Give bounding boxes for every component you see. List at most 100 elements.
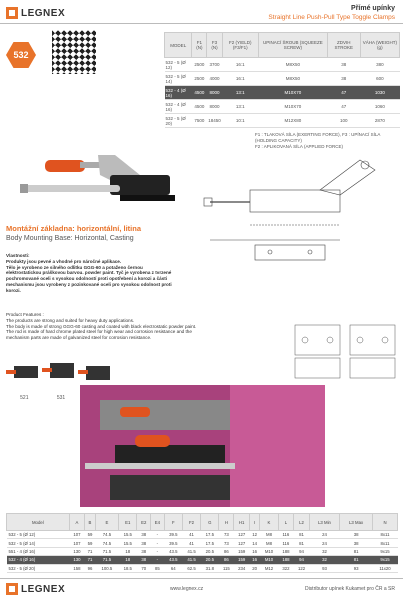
dim-cell: 130 <box>69 555 85 565</box>
property-line: Produkty jsou pevné a vhodné pro náročné… <box>6 258 122 264</box>
spec-header: VÁHA (WEIGHT) (g) <box>359 32 401 58</box>
footer-url-link[interactable]: www.legnex.cz <box>170 586 204 592</box>
spec-cell: 532 - 5 (Ø 20) <box>164 113 192 128</box>
spec-cell: 16:1 <box>222 71 259 86</box>
dim-header: F <box>163 513 183 531</box>
dim-cell: 71 <box>84 555 96 565</box>
dim-header: G <box>200 513 220 531</box>
dim-cell: 93 <box>339 564 373 573</box>
dim-cell: 18.5 <box>118 564 137 573</box>
dim-cell: 39.5 <box>164 530 183 540</box>
property-line: mechanismu jsou vyrobeny z pozinkované o… <box>6 281 172 287</box>
qr-code-icon[interactable] <box>52 30 96 74</box>
dim-cell: 9x15 <box>372 547 398 557</box>
dim-cell: 20.5 <box>200 547 219 557</box>
dim-cell: 38 <box>136 538 151 548</box>
spec-cell: 2870 <box>360 113 400 128</box>
spec-cell: 532 - 4 (Ø 16) <box>164 99 192 114</box>
spec-cell: 47 <box>327 99 361 114</box>
page-title-cz: Přímé upínky <box>351 5 395 12</box>
spec-note: F1 : TLAKOVÁ SÍLA (EXERTING FORCE), F3 :… <box>255 132 381 143</box>
spec-cell: 8000 <box>206 99 223 114</box>
dim-cell: 93 <box>309 564 340 573</box>
dim-cell: 100.5 <box>95 564 119 573</box>
spec-notes: F1 : TLAKOVÁ SÍLA (EXERTING FORCE), F3 :… <box>255 132 403 150</box>
dim-cell: 115 <box>218 564 234 573</box>
dim-cell: 41.5 <box>182 547 201 557</box>
spec-cell: 38 <box>327 71 361 86</box>
mount-label: 531 <box>56 395 66 401</box>
spec-header: F3 (N) <box>206 32 223 58</box>
spec-cell: 600 <box>360 71 400 86</box>
dim-cell: 86 <box>218 547 234 557</box>
product-photo <box>20 155 175 201</box>
dim-cell: 59 <box>84 530 96 540</box>
footer-logo: LEGNEX <box>6 583 65 595</box>
dim-cell: 12 <box>249 530 260 540</box>
dim-cell: M8 <box>259 538 279 548</box>
spec-cell: 47 <box>327 85 361 100</box>
section-title-en: Body Mounting Base: Horizontal, Casting <box>6 235 134 242</box>
dim-cell: 20.5 <box>200 555 219 565</box>
dim-cell: 38 <box>339 530 373 540</box>
dim-cell: 41 <box>182 538 201 548</box>
footer-divider <box>0 578 403 579</box>
dim-cell: 18 <box>118 547 137 557</box>
dim-cell: 94 <box>293 547 310 557</box>
spec-table: MODEL F1 (N) F3 (N) F2 (YIELD) (F3/F1) U… <box>163 32 401 128</box>
spec-cell: 2500 <box>191 57 207 72</box>
property-line: The products are strong and suited for h… <box>6 317 135 323</box>
spec-cell: 532 - 5 (Ø 12) <box>164 57 192 72</box>
dim-cell: 38 <box>136 530 151 540</box>
mount-variants <box>6 363 110 380</box>
spec-cell: M10X70 <box>258 99 328 114</box>
dim-cell: 8x11 <box>372 530 398 540</box>
dim-header: A <box>68 513 86 531</box>
dim-header: E1 <box>118 513 138 531</box>
dim-cell: - <box>150 538 165 548</box>
dim-cell: 15.5 <box>118 530 137 540</box>
spec-note: F2 : APLIKOVANÁ SÍLA (APPLIED FORCE) <box>255 144 343 149</box>
dim-header: L <box>277 513 295 531</box>
logo-mark-icon <box>6 583 18 595</box>
dim-cell: 532 - 5 (Ø 14) <box>6 538 70 548</box>
handle-grip <box>45 160 85 172</box>
dim-cell: 81 <box>293 538 310 548</box>
dim-cell: 107 <box>69 530 85 540</box>
dim-cell: 81 <box>339 555 373 565</box>
spec-header: F2 (YIELD) (F3/F1) <box>221 32 259 58</box>
dim-header: B <box>84 513 96 531</box>
spec-cell: 4500 <box>191 85 207 100</box>
property-line: Tělo je vyrobeno ze silného odlitku GGG-… <box>6 264 143 270</box>
properties-heading: Vlastnosti: <box>6 253 30 258</box>
spec-cell: 532 - 4 (Ø 16) <box>164 85 192 100</box>
dim-cell: M10 <box>259 547 279 557</box>
dim-cell: 38 <box>339 538 373 548</box>
dim-cell: 73 <box>218 530 234 540</box>
spec-header: UPINACÍ ŠROUB (SQUEEZE SCREW) <box>257 32 328 58</box>
properties-cz: Vlastnosti: Produkty jsou pevné a vhodné… <box>6 253 200 294</box>
dim-cell: 64 <box>164 564 183 573</box>
spec-header: F1 (N) <box>191 32 208 58</box>
dim-cell: 41.5 <box>182 555 201 565</box>
logo-mark-icon <box>6 7 18 19</box>
page-title-en: Straight Line Push-Pull Type Toggle Clam… <box>268 14 395 21</box>
spec-cell: 380 <box>360 57 400 72</box>
property-line: The rod is made of hard chrome plated st… <box>6 329 192 335</box>
dim-cell: 81 <box>339 547 373 557</box>
dim-cell: 32 <box>309 555 340 565</box>
dim-cell: 15.5 <box>118 538 137 548</box>
dim-header: H <box>218 513 235 531</box>
spec-cell: 2500 <box>191 71 207 86</box>
spec-cell: 13:1 <box>222 85 259 100</box>
dim-header: N <box>372 513 398 531</box>
dim-header: H1 <box>233 513 250 531</box>
dim-cell: 59 <box>84 538 96 548</box>
dim-cell: 39.5 <box>164 538 183 548</box>
spec-cell: 1060 <box>360 99 400 114</box>
